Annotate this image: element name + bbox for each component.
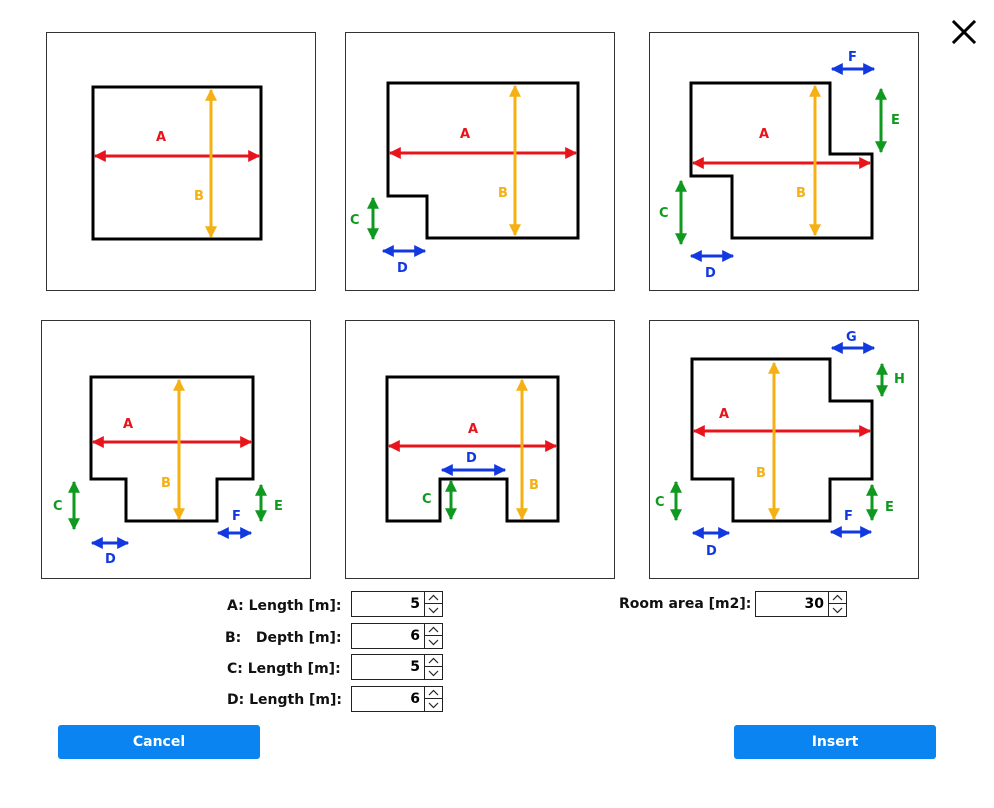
label-f: F [848,50,857,65]
room-shape-double-l[interactable]: A B C D E F [649,32,919,291]
label-h: H [894,372,905,387]
close-icon [951,19,977,45]
chevron-down-icon [428,702,439,709]
u-shape-room-diagram: A B C D [385,375,560,523]
label-a: A [719,407,729,422]
room-area-increment[interactable] [829,592,846,604]
label-e: E [274,499,283,514]
field-b-decrement[interactable] [425,636,442,648]
close-button[interactable] [948,16,980,48]
field-d-input[interactable] [352,687,426,711]
label-a: A [468,422,478,437]
field-b-input[interactable] [352,624,426,648]
room-area-input[interactable] [756,592,830,616]
field-d-label: D: Length [m]: [227,692,343,708]
label-f: F [844,509,853,524]
field-d-increment[interactable] [425,687,442,699]
field-c-input[interactable] [352,655,426,679]
field-c-decrement[interactable] [425,667,442,679]
label-a: A [123,417,133,432]
insert-button[interactable]: Insert [734,725,936,759]
rectangle-room-diagram: A B [91,85,263,241]
cancel-button[interactable]: Cancel [58,725,260,759]
label-b: B [161,476,171,491]
label-c: C [659,206,669,221]
room-area-stepper[interactable] [755,591,847,617]
label-d: D [105,552,116,567]
room-area-decrement[interactable] [829,604,846,616]
field-b-label: B: Depth [m]: [225,630,342,646]
chevron-up-icon [428,626,439,633]
room-shape-complex[interactable]: A B C D E F G H [649,320,919,579]
field-d-decrement[interactable] [425,699,442,711]
field-c-stepper[interactable] [351,654,443,680]
label-e: E [891,113,900,128]
label-c: C [350,213,360,228]
room-area-label: Room area [m2]: [619,596,752,612]
chevron-down-icon [428,639,439,646]
field-a-label: A: Length [m]: [227,598,342,614]
chevron-down-icon [832,607,843,614]
room-shape-t[interactable]: A B C D E F [41,320,311,579]
chevron-down-icon [428,607,439,614]
l-shape-room-diagram: A B C D [350,81,580,276]
label-d: D [397,261,408,276]
label-d: D [705,266,716,281]
label-c: C [655,495,665,510]
field-b-stepper[interactable] [351,623,443,649]
field-a-increment[interactable] [425,592,442,604]
label-g: G [846,330,857,345]
field-d-stepper[interactable] [351,686,443,712]
label-a: A [156,130,166,145]
field-a-input[interactable] [352,592,426,616]
label-d: D [706,544,717,559]
label-a: A [759,127,769,142]
label-b: B [796,186,806,201]
label-d: D [466,451,477,466]
room-shape-u[interactable]: A B C D [345,320,615,579]
field-c-increment[interactable] [425,655,442,667]
room-shape-l[interactable]: A B C D [345,32,615,291]
field-a-stepper[interactable] [351,591,443,617]
label-e: E [885,500,894,515]
room-shape-rectangle[interactable]: A B [46,32,316,291]
chevron-down-icon [428,670,439,677]
chevron-up-icon [428,594,439,601]
field-a-decrement[interactable] [425,604,442,616]
chevron-up-icon [428,657,439,664]
chevron-up-icon [832,594,843,601]
field-c-label: C: Length [m]: [227,661,341,677]
t-shape-room-diagram: A B C D E F [53,375,283,567]
label-c: C [422,492,432,507]
label-b: B [194,189,204,204]
label-f: F [232,509,241,524]
complex-room-diagram: A B C D E F G H [655,330,905,559]
field-b-increment[interactable] [425,624,442,636]
chevron-up-icon [428,689,439,696]
label-b: B [756,466,766,481]
label-b: B [529,478,539,493]
label-c: C [53,499,63,514]
label-b: B [498,186,508,201]
label-a: A [460,127,470,142]
double-l-room-diagram: A B C D E F [659,50,900,281]
